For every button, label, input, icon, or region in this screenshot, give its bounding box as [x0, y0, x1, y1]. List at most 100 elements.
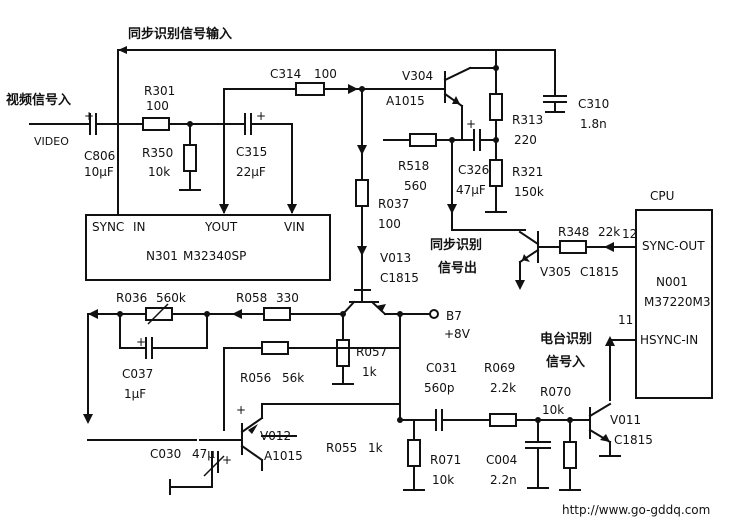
sync-input-label: 同步识别信号输入 [128, 26, 232, 42]
svg-text:C1815: C1815 [580, 265, 619, 279]
svg-text:A1015: A1015 [264, 449, 303, 463]
svg-text:V304: V304 [402, 69, 433, 83]
c326-label: C326 47μF [456, 163, 489, 197]
sync-output-label-1: 同步识别 [430, 237, 482, 253]
svg-text:47μF: 47μF [456, 183, 486, 197]
r071-label: R071 10k [430, 453, 461, 487]
r070-label: R070 10k [540, 385, 571, 417]
svg-text:560k: 560k [156, 291, 186, 305]
r036-label: R036 560k [116, 291, 186, 305]
c314-component [295, 82, 325, 96]
v012-transistor [223, 409, 264, 462]
svg-text:150k: 150k [514, 185, 544, 199]
svg-text:560: 560 [404, 179, 427, 193]
r057-resistor [336, 339, 350, 367]
svg-text:C326: C326 [458, 163, 489, 177]
c310-label: C310 1.8n [578, 97, 609, 131]
r037-resistor [355, 179, 369, 207]
n301-ic [85, 214, 331, 281]
svg-text:+: + [236, 403, 246, 417]
r058-label: R058 330 [236, 291, 299, 305]
v013-transistor [341, 289, 401, 316]
video-input-wire: + [29, 109, 144, 135]
r056-label: R056 56k [240, 371, 304, 385]
sync-output-label-2: 信号出 [438, 260, 477, 276]
svg-text:V011: V011 [610, 413, 641, 427]
r071-resistor [407, 439, 421, 467]
svg-text:47μ: 47μ [192, 447, 215, 461]
svg-text:2.2k: 2.2k [490, 381, 516, 395]
svg-text:R301: R301 [144, 84, 175, 98]
svg-text:100: 100 [378, 217, 401, 231]
n301-part: M32340SP [183, 249, 246, 263]
svg-text:R058: R058 [236, 291, 267, 305]
svg-text:C030: C030 [150, 447, 181, 461]
svg-text:330: 330 [276, 291, 299, 305]
svg-text:R037: R037 [378, 197, 409, 211]
svg-text:R055: R055 [326, 441, 357, 455]
svg-text:V013: V013 [380, 251, 411, 265]
pin-11-label: 11 [618, 313, 633, 327]
r350-label: R350 10k [142, 146, 173, 179]
svg-text:R070: R070 [540, 385, 571, 399]
svg-text:C004: C004 [486, 453, 517, 467]
svg-text:+: + [222, 453, 232, 467]
svg-text:22μF: 22μF [236, 165, 266, 179]
svg-text:R056: R056 [240, 371, 271, 385]
svg-text:1k: 1k [368, 441, 383, 455]
svg-text:+: + [256, 109, 266, 123]
r037-label: R037 100 [378, 197, 409, 231]
v305-label: V305 C1815 [540, 265, 619, 279]
svg-text:R036: R036 [116, 291, 147, 305]
video-input-label: 视频信号入 [6, 92, 71, 108]
svg-text:10k: 10k [432, 473, 454, 487]
r518-resistor [409, 133, 437, 147]
r301-label: R301 100 [144, 84, 175, 113]
n001-name: N001 [656, 275, 688, 289]
n001-cpu-ic [635, 209, 713, 399]
v011-transistor [588, 402, 621, 457]
r518-label: R518 560 [398, 159, 429, 193]
svg-text:2.2n: 2.2n [490, 473, 517, 487]
video-label: VIDEO [34, 135, 69, 148]
cpu-label: CPU [650, 189, 674, 203]
pin-12-label: 12 [622, 227, 637, 241]
watermark-url: http://www.go-gddq.com [562, 503, 710, 517]
svg-text:56k: 56k [282, 371, 304, 385]
station-id-label-2: 信号入 [546, 354, 585, 370]
r321-label: R321 150k [512, 165, 544, 199]
sync-input-line [117, 46, 556, 216]
svg-text:R321: R321 [512, 165, 543, 179]
r321-resistor [489, 159, 503, 187]
svg-text:1μF: 1μF [124, 387, 146, 401]
svg-text:100: 100 [146, 99, 169, 113]
v305-transistor [515, 230, 561, 290]
svg-text:C1815: C1815 [380, 271, 419, 285]
svg-text:C1815: C1815 [614, 433, 653, 447]
svg-text:1k: 1k [362, 365, 377, 379]
r070-ground-resistor [563, 441, 577, 469]
c314-label: C314 100 [270, 67, 337, 81]
n001-part: M37220M3 [644, 295, 711, 309]
svg-text:A1015: A1015 [386, 94, 425, 108]
svg-text:C315: C315 [236, 145, 267, 159]
n301-pin-in: IN [133, 220, 146, 234]
svg-text:C806: C806 [84, 149, 115, 163]
r348-label: R348 22k [558, 225, 620, 239]
c004-label: C004 2.2n [486, 453, 517, 487]
r069-label: R069 2.2k [484, 361, 516, 395]
svg-text:+: + [466, 117, 476, 131]
r058-resistor [263, 307, 291, 321]
station-id-label-1: 电台识别 [540, 331, 592, 347]
svg-text:560p: 560p [424, 381, 455, 395]
r056-resistor [261, 341, 289, 355]
b7-label: B7 [446, 309, 462, 323]
v304-label: V304 A1015 [386, 69, 433, 108]
svg-text:100: 100 [314, 67, 337, 81]
svg-text:10k: 10k [148, 165, 170, 179]
svg-text:R071: R071 [430, 453, 461, 467]
svg-text:+: + [84, 109, 94, 123]
c315-label: C315 22μF [236, 145, 267, 179]
svg-text:220: 220 [514, 133, 537, 147]
